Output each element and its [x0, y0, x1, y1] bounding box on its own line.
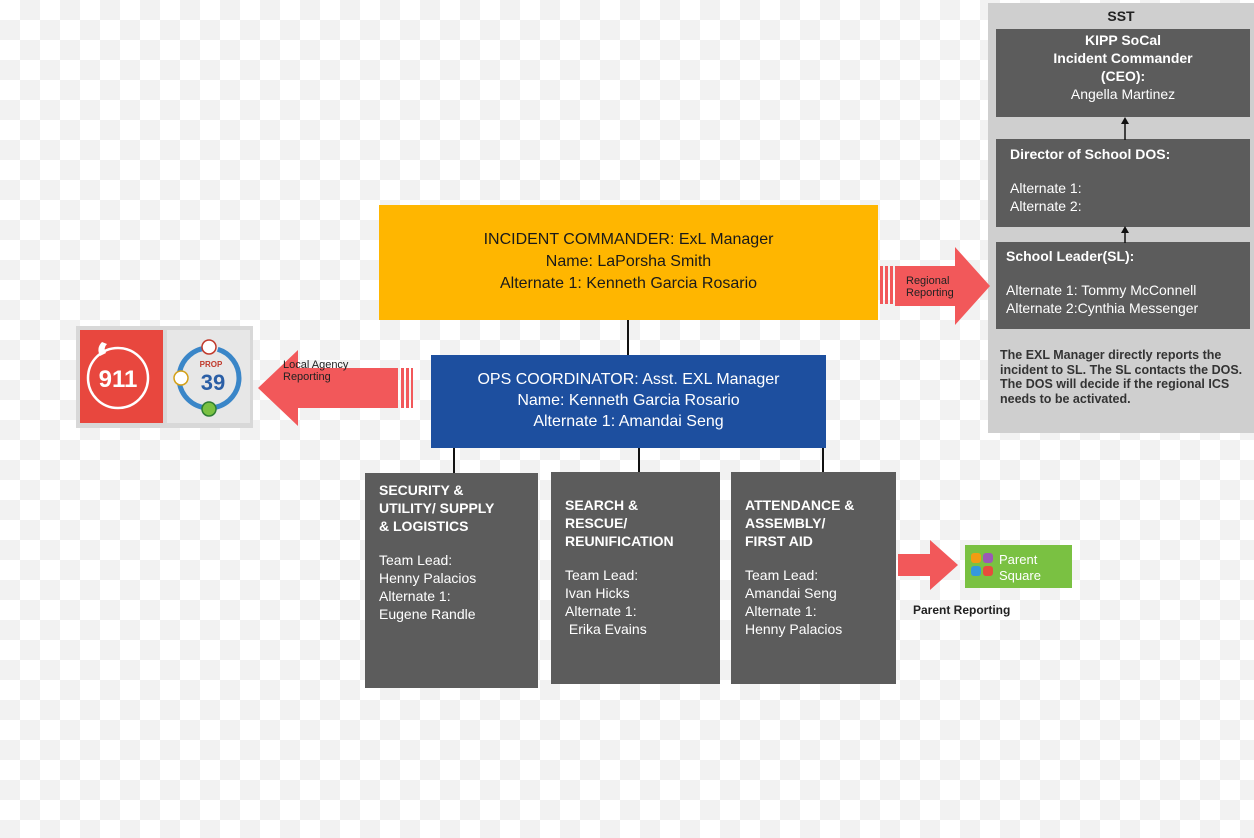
emergency-number: 911	[99, 366, 138, 393]
sst-note: The EXL Manager directly reports the inc…	[1000, 348, 1243, 406]
parent-reporting-arrow-icon	[898, 540, 958, 590]
team-alternate-label: Alternate 1:	[379, 588, 451, 604]
dos-box: Director of School DOS: Alternate 1: Alt…	[996, 139, 1250, 227]
team-title: ATTENDANCE & ASSEMBLY/ FIRST AID	[745, 497, 855, 549]
prop-label: PROP	[200, 360, 223, 369]
ops-coordinator-name: Name: Kenneth Garcia Rosario	[517, 392, 740, 409]
local-agency-arrow-icon	[258, 350, 413, 426]
emergency-911-icon: 911	[80, 330, 163, 423]
team-alternate-label: Alternate 1:	[745, 603, 817, 619]
school-leader-box: School Leader(SL): Alternate 1: Tommy Mc…	[996, 242, 1250, 329]
team-title: SEARCH & RESCUE/ REUNIFICATION	[565, 497, 674, 549]
regional-reporting-label: Regional Reporting	[906, 275, 954, 299]
incident-commander-box: INCIDENT COMMANDER: ExL Manager Name: La…	[379, 205, 878, 320]
team-security-utility-box: SECURITY & UTILITY/ SUPPLY & LOGISTICS T…	[365, 473, 538, 688]
ops-coordinator-box: OPS COORDINATOR: Asst. EXL Manager Name:…	[431, 355, 826, 448]
regional-reporting-arrow-icon	[880, 247, 990, 325]
team-alternate-name: Eugene Randle	[379, 606, 476, 622]
school-leader-alternate-1: Alternate 1: Tommy McConnell	[1006, 282, 1197, 298]
connector-line	[453, 448, 455, 473]
ceo-role: Incident Commander	[1053, 50, 1193, 66]
incident-commander-alternate: Alternate 1: Kenneth Garcia Rosario	[499, 275, 758, 292]
ops-coordinator-title: OPS COORDINATOR: Asst. EXL Manager	[477, 371, 780, 388]
connector-line	[822, 448, 824, 472]
team-lead-label: Team Lead:	[745, 567, 819, 583]
team-title: SECURITY & UTILITY/ SUPPLY & LOGISTICS	[379, 482, 495, 534]
prop-39-icon: PROP 39	[167, 330, 250, 423]
team-lead-label: Team Lead:	[379, 552, 453, 568]
connector-line	[638, 448, 640, 472]
school-leader-title: School Leader(SL):	[1006, 248, 1135, 264]
team-alternate-label: Alternate 1:	[565, 603, 637, 619]
connector-line	[627, 320, 629, 356]
incident-commander-title: INCIDENT COMMANDER: ExL Manager	[483, 231, 774, 248]
sst-title: SST	[1107, 8, 1135, 24]
parent-square-line2: Square	[999, 568, 1041, 583]
ceo-name: Angella Martinez	[1070, 86, 1176, 102]
parent-square-logo: Parent Square	[965, 545, 1072, 588]
team-lead-name: Henny Palacios	[379, 570, 477, 586]
school-leader-alternate-2: Alternate 2:Cynthia Messenger	[1006, 300, 1199, 316]
dos-alternate-2: Alternate 2:	[1010, 198, 1082, 214]
team-lead-name: Ivan Hicks	[565, 585, 630, 601]
incident-commander-name: Name: LaPorsha Smith	[545, 253, 712, 270]
local-agency-reporting-label: Local Agency Reporting	[283, 359, 349, 383]
parent-square-line1: Parent	[999, 552, 1038, 567]
up-arrow-icon	[1121, 117, 1129, 140]
prop-number: 39	[201, 370, 225, 395]
team-lead-label: Team Lead:	[565, 567, 639, 583]
ops-coordinator-alternate: Alternate 1: Amandai Seng	[533, 413, 724, 430]
ceo-org: KIPP SoCal	[1085, 32, 1161, 48]
team-alternate-name: Henny Palacios	[745, 621, 843, 637]
dos-alternate-1: Alternate 1:	[1010, 180, 1082, 196]
dos-title: Director of School DOS:	[1010, 146, 1171, 162]
ceo-role-abbr: (CEO):	[1100, 68, 1146, 84]
team-search-rescue-box: SEARCH & RESCUE/ REUNIFICATION Team Lead…	[551, 472, 720, 684]
ceo-box: KIPP SoCal Incident Commander (CEO): Ang…	[996, 29, 1250, 117]
parent-reporting-label: Parent Reporting	[913, 603, 1011, 617]
up-arrow-icon	[1121, 226, 1129, 243]
team-attendance-first-aid-box: ATTENDANCE & ASSEMBLY/ FIRST AID Team Le…	[731, 472, 896, 684]
team-alternate-name: Erika Evains	[565, 621, 647, 637]
team-lead-name: Amandai Seng	[745, 585, 837, 601]
